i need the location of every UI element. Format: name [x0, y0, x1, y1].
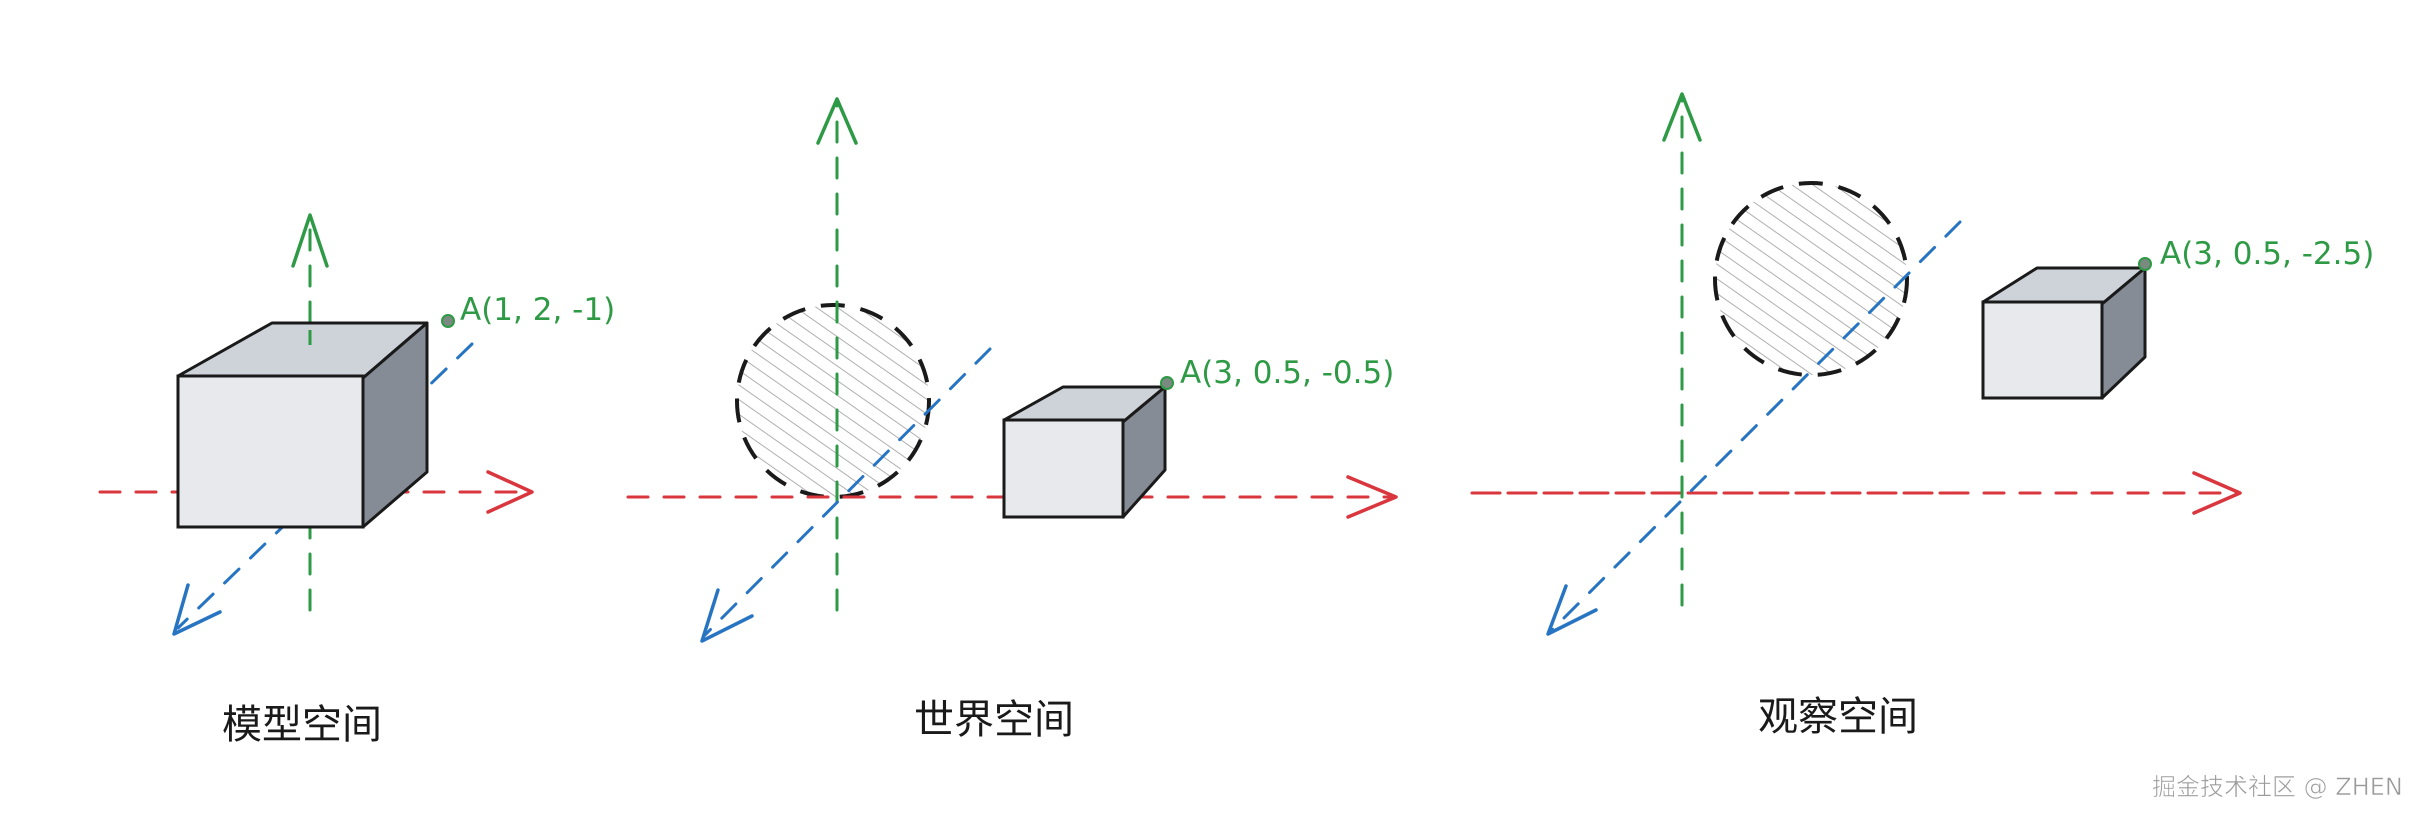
- panel-caption: 观察空间: [1758, 694, 1918, 740]
- sphere: [735, 303, 931, 499]
- panel-view-space: A(3, 0.5, -2.5) 观察空间: [1470, 92, 2374, 740]
- y-axis-arrow-icon: [291, 213, 329, 268]
- x-axis-arrow-icon: [2192, 471, 2242, 515]
- panel-model-space: A(1, 2, -1) 模型空间: [98, 213, 615, 748]
- point-a-icon: [441, 314, 455, 328]
- cube: [1002, 385, 1167, 519]
- z-axis: [1546, 220, 1962, 636]
- panel-caption: 世界空间: [914, 697, 1074, 743]
- x-axis: [1470, 471, 2242, 515]
- cube: [1981, 266, 2147, 400]
- z-axis-arrow-icon: [700, 588, 754, 643]
- x-axis: [626, 475, 1398, 519]
- y-axis-arrow-icon: [1662, 92, 1702, 142]
- x-axis-arrow-icon: [1346, 475, 1398, 519]
- point-a-label: A(3, 0.5, -2.5): [2160, 236, 2374, 272]
- z-axis: [700, 347, 992, 643]
- panel-caption: 模型空间: [222, 702, 382, 748]
- z-axis-arrow-icon: [172, 583, 222, 636]
- z-axis-arrow-icon: [1546, 584, 1598, 636]
- watermark: 掘金技术社区 @ ZHEN: [2152, 773, 2403, 801]
- point-a-label: A(1, 2, -1): [460, 292, 615, 328]
- point-a-icon: [1160, 376, 1174, 390]
- y-axis: [816, 97, 858, 612]
- point-a-icon: [2138, 257, 2152, 271]
- point-a-label: A(3, 0.5, -0.5): [1180, 355, 1394, 391]
- z-axis: [172, 342, 474, 636]
- y-axis: [1662, 92, 1702, 607]
- panel-world-space: A(3, 0.5, -0.5) 世界空间: [626, 97, 1398, 743]
- cube: [176, 321, 429, 529]
- x-axis-arrow-icon: [486, 470, 534, 514]
- sphere: [1713, 181, 1909, 377]
- y-axis-arrow-icon: [816, 97, 858, 145]
